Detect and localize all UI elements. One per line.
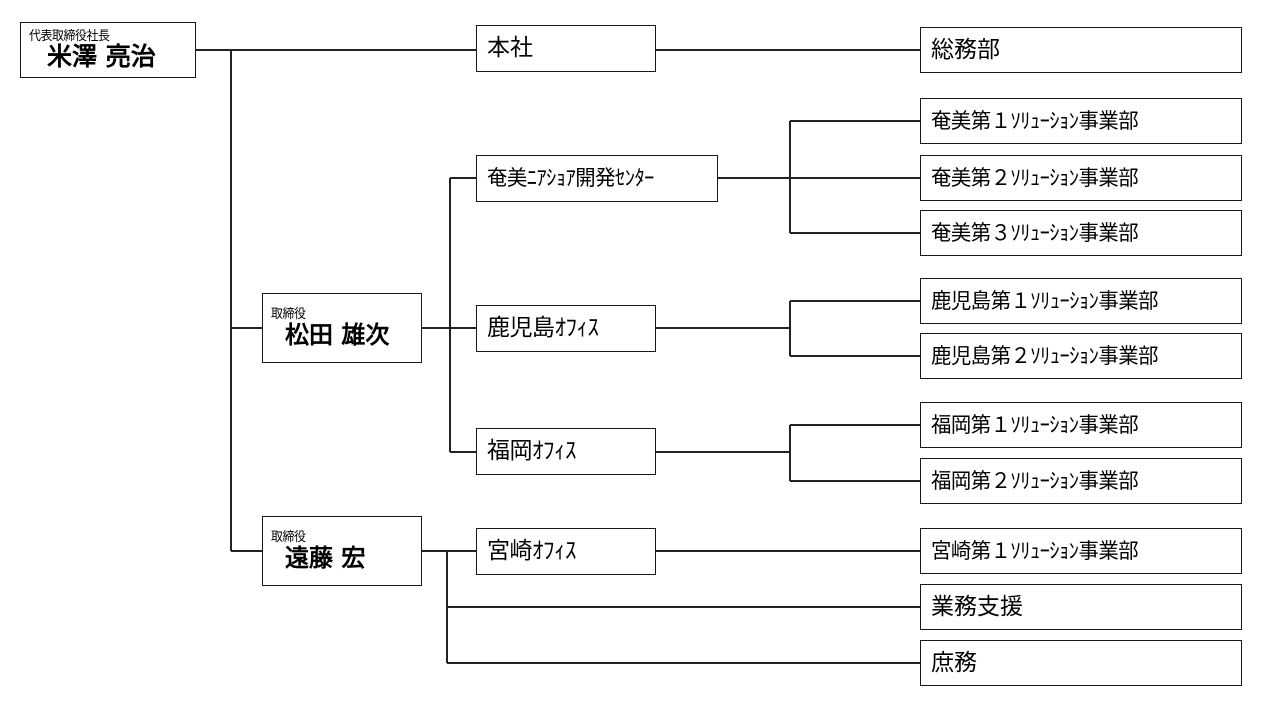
box-dept-amami-2[interactable]: 奄美第２ｿﾘｭｰｼｮﾝ事業部	[920, 155, 1242, 201]
box-fukuoka-office[interactable]: 福岡ｵﾌｨｽ	[476, 428, 656, 475]
box-dept-kagoshima-2[interactable]: 鹿児島第２ｿﾘｭｰｼｮﾝ事業部	[920, 333, 1242, 379]
box-dept-miyazaki-1[interactable]: 宮崎第１ｿﾘｭｰｼｮﾝ事業部	[920, 528, 1242, 574]
dept-kagoshima-1-label: 鹿児島第１ｿﾘｭｰｼｮﾝ事業部	[931, 288, 1158, 313]
dept-fukuoka-2-label: 福岡第２ｿﾘｭｰｼｮﾝ事業部	[931, 468, 1139, 493]
dept-amami-3-label: 奄美第３ｿﾘｭｰｼｮﾝ事業部	[931, 220, 1139, 245]
kagoshima-office-label: 鹿児島ｵﾌｨｽ	[487, 315, 599, 342]
box-dept-fukuoka-1[interactable]: 福岡第１ｿﾘｭｰｼｮﾝ事業部	[920, 402, 1242, 448]
box-president[interactable]: 代表取締役社長 米澤 亮治	[20, 22, 196, 78]
box-dept-general-clerical[interactable]: 庶務	[920, 640, 1242, 686]
dept-general-affairs-label: 総務部	[931, 36, 1000, 63]
box-dept-general-affairs[interactable]: 総務部	[920, 27, 1242, 73]
box-kagoshima-office[interactable]: 鹿児島ｵﾌｨｽ	[476, 305, 656, 352]
box-head-office[interactable]: 本社	[476, 25, 656, 72]
director-2-title: 取締役	[271, 530, 306, 546]
dept-general-clerical-label: 庶務	[931, 649, 977, 676]
box-dept-business-support[interactable]: 業務支援	[920, 584, 1242, 630]
box-dept-fukuoka-2[interactable]: 福岡第２ｿﾘｭｰｼｮﾝ事業部	[920, 458, 1242, 504]
dept-amami-1-label: 奄美第１ｿﾘｭｰｼｮﾝ事業部	[931, 108, 1139, 133]
dept-kagoshima-2-label: 鹿児島第２ｿﾘｭｰｼｮﾝ事業部	[931, 343, 1158, 368]
director-2-name: 遠藤 宏	[285, 543, 366, 572]
president-title: 代表取締役社長	[29, 28, 110, 44]
dept-fukuoka-1-label: 福岡第１ｿﾘｭｰｼｮﾝ事業部	[931, 412, 1139, 437]
director-1-name: 松田 雄次	[285, 320, 390, 349]
box-dept-amami-3[interactable]: 奄美第３ｿﾘｭｰｼｮﾝ事業部	[920, 210, 1242, 256]
miyazaki-office-label: 宮崎ｵﾌｨｽ	[487, 538, 577, 565]
box-amami-nearshore-center[interactable]: 奄美ﾆｱｼｮｱ開発ｾﾝﾀｰ	[476, 155, 718, 202]
head-office-label: 本社	[487, 35, 533, 62]
amami-center-label: 奄美ﾆｱｼｮｱ開発ｾﾝﾀｰ	[487, 166, 654, 191]
box-director-matsuda[interactable]: 取締役 松田 雄次	[262, 293, 422, 363]
dept-miyazaki-1-label: 宮崎第１ｿﾘｭｰｼｮﾝ事業部	[931, 538, 1139, 563]
dept-business-support-label: 業務支援	[931, 593, 1023, 620]
box-dept-kagoshima-1[interactable]: 鹿児島第１ｿﾘｭｰｼｮﾝ事業部	[920, 278, 1242, 324]
director-1-title: 取締役	[271, 307, 306, 323]
box-miyazaki-office[interactable]: 宮崎ｵﾌｨｽ	[476, 528, 656, 575]
dept-amami-2-label: 奄美第２ｿﾘｭｰｼｮﾝ事業部	[931, 165, 1139, 190]
box-dept-amami-1[interactable]: 奄美第１ｿﾘｭｰｼｮﾝ事業部	[920, 98, 1242, 144]
fukuoka-office-label: 福岡ｵﾌｨｽ	[487, 438, 577, 465]
box-director-endo[interactable]: 取締役 遠藤 宏	[262, 516, 422, 586]
president-name: 米澤 亮治	[47, 42, 156, 72]
